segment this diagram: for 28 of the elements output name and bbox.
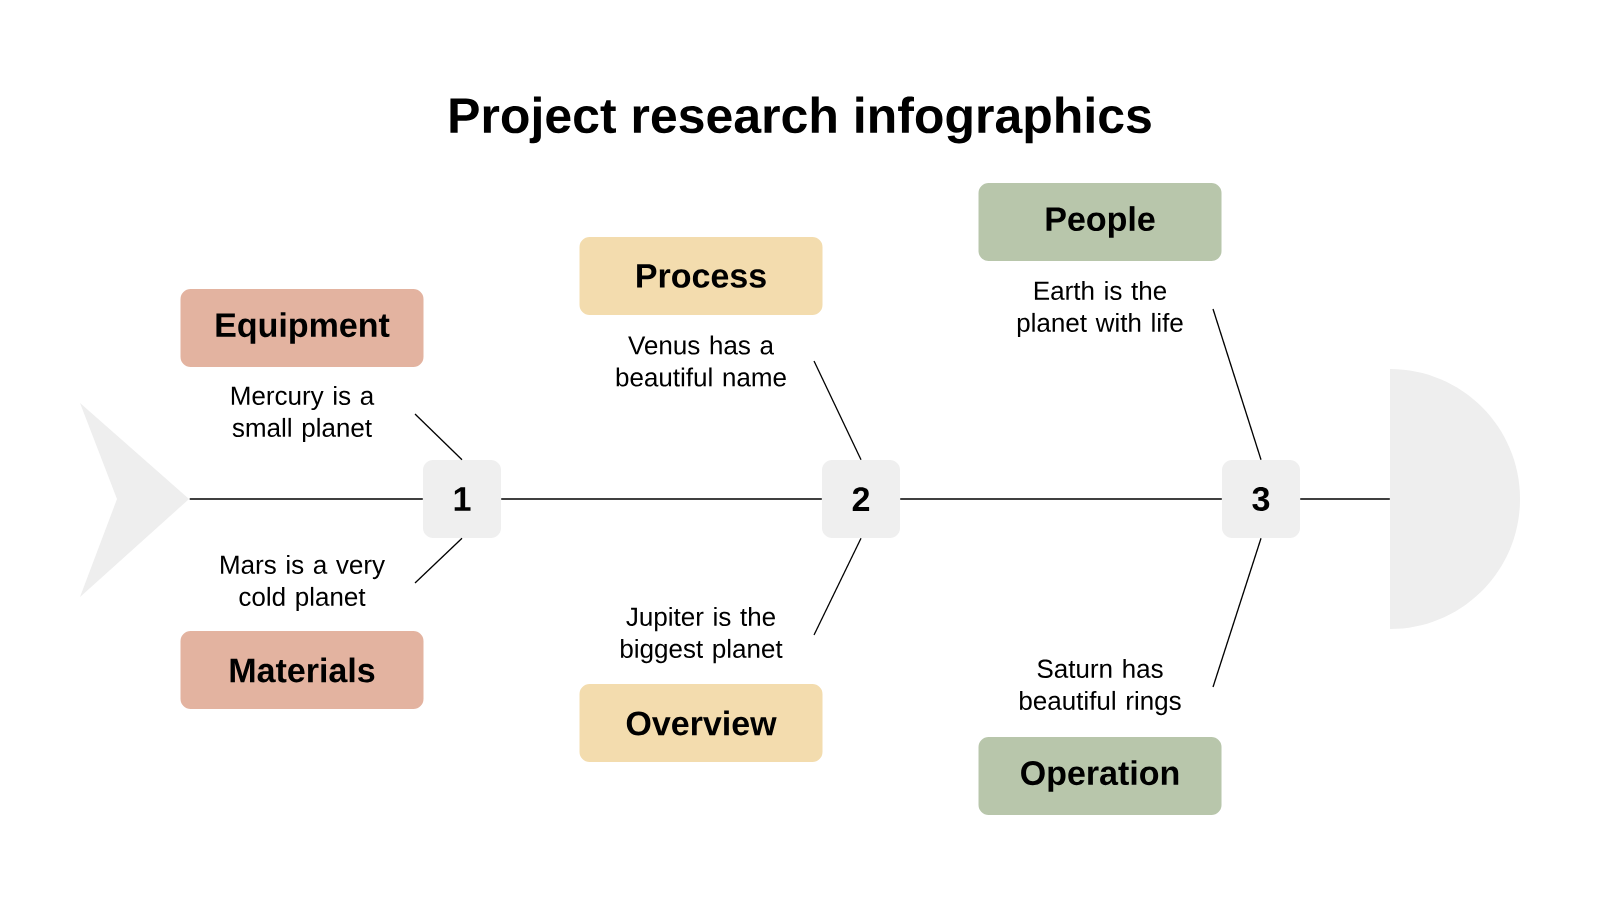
title: Project research infographics: [450, 96, 1151, 144]
description-text: Saturn has beautiful rings: [1020, 658, 1181, 716]
leader-line: [1212, 308, 1262, 461]
description-text: Earth is the planet with life: [1017, 280, 1183, 338]
fishhead-shape: [1390, 369, 1520, 629]
leader-line: [1212, 537, 1262, 688]
spine-line: [500, 498, 823, 500]
spine-line: [899, 498, 1223, 500]
description-text: Mercury is a small planet: [231, 385, 375, 443]
leader-line: [813, 537, 862, 636]
category-box: Materials: [180, 631, 424, 709]
spine-line: [1299, 498, 1391, 500]
category-box: Overview: [579, 684, 823, 762]
category-box: People: [978, 183, 1222, 261]
category-box: Process: [579, 237, 823, 315]
leader-line: [414, 413, 463, 461]
description-text: Jupiter is the biggest planet: [621, 606, 783, 664]
number-box: 2: [822, 460, 900, 538]
description-text: Mars is a very cold planet: [221, 554, 385, 612]
spine-line: [189, 498, 424, 500]
leader-line: [813, 360, 862, 461]
fishtail-shape: [80, 403, 189, 597]
number-box: 3: [1222, 460, 1300, 538]
category-box: Operation: [978, 737, 1222, 815]
leader-line: [414, 537, 463, 584]
category-box: Equipment: [180, 289, 424, 367]
number-box: 1: [423, 460, 501, 538]
description-text: Venus has a beautiful name: [616, 335, 786, 387]
